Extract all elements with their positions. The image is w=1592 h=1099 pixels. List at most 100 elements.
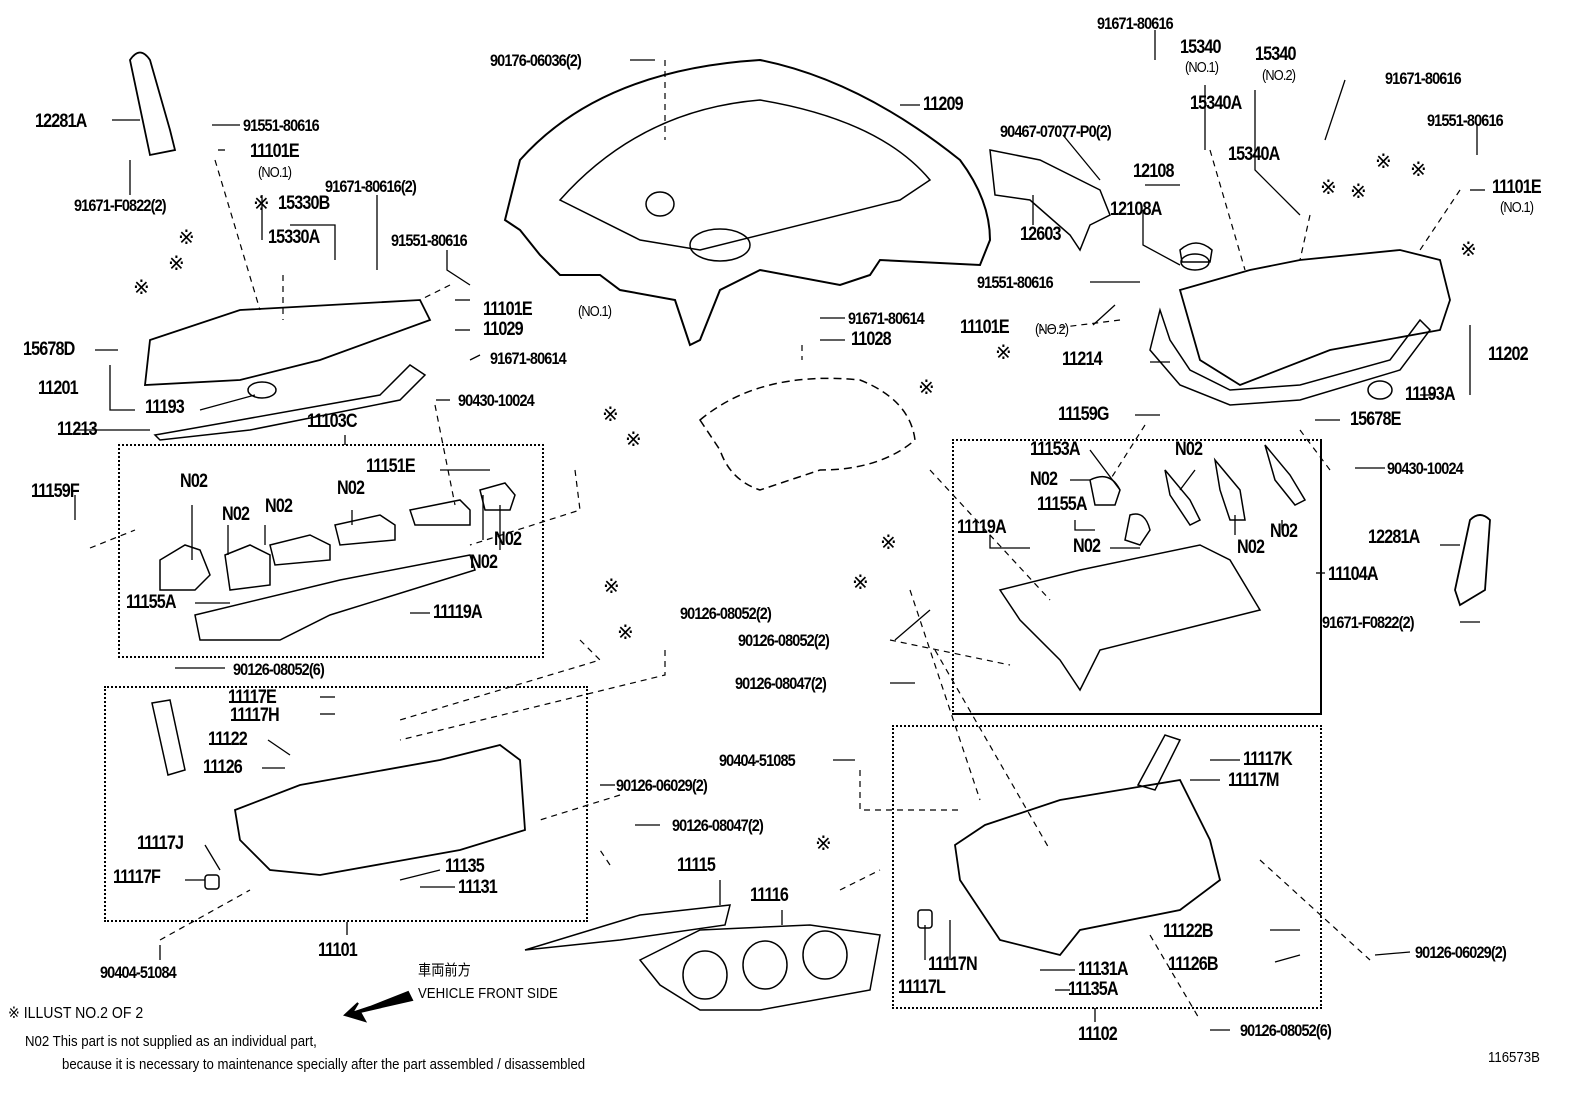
callout-11101E-no1[interactable]: 11101E	[250, 141, 300, 162]
gasket-11214	[1149, 307, 1431, 406]
cam-carrier-left	[194, 554, 476, 641]
callout-11104A[interactable]: 11104A	[1328, 564, 1379, 585]
callout-90126-06029-2-a[interactable]: 90126-06029(2)	[616, 776, 708, 795]
callout-90467-07077[interactable]: 90467-07077-P0(2)	[1000, 122, 1112, 141]
callout-12108[interactable]: 12108	[1133, 161, 1175, 182]
callout-15330B[interactable]: 15330B	[278, 193, 330, 214]
callout-90430-10024-b[interactable]: 90430-10024	[1387, 459, 1464, 478]
callout-11153A[interactable]: 11153A	[1030, 439, 1081, 460]
callout-15678D[interactable]: 15678D	[23, 339, 75, 360]
callout-90404-51085[interactable]: 90404-51085	[719, 751, 796, 770]
callout-90176-06036[interactable]: 90176-06036(2)	[490, 51, 582, 70]
callout-11214[interactable]: 11214	[1062, 349, 1103, 370]
callout-15678E[interactable]: 15678E	[1350, 409, 1401, 430]
callout-12281A-left[interactable]: 12281A	[35, 111, 87, 132]
callout-11117M[interactable]: 11117M	[1228, 770, 1279, 791]
callout-91671-80616-right[interactable]: 91671-80616	[1385, 69, 1462, 88]
callout-90126-08047-2-a[interactable]: 90126-08047(2)	[735, 674, 827, 693]
engine-cover-11209	[503, 58, 992, 347]
callout-11202[interactable]: 11202	[1488, 344, 1529, 365]
callout-11115[interactable]: 11115	[677, 855, 716, 876]
illust-mark: ※	[133, 277, 150, 299]
callout-91551-80616-right[interactable]: 91551-80616	[1427, 111, 1504, 130]
callout-11028[interactable]: 11028	[851, 329, 892, 350]
callout-11159F[interactable]: 11159F	[31, 481, 80, 502]
callout-91671-80614-b[interactable]: 91671-80614	[848, 309, 925, 328]
callout-90404-51084[interactable]: 90404-51084	[100, 963, 177, 982]
callout-11117N[interactable]: 11117N	[928, 954, 978, 975]
callout-90126-06029-2-b[interactable]: 90126-06029(2)	[1415, 943, 1507, 962]
callout-15340A-b[interactable]: 15340A	[1228, 144, 1280, 165]
callout-12108A[interactable]: 12108A	[1110, 199, 1162, 220]
callout-90126-08047-2-b[interactable]: 90126-08047(2)	[672, 816, 764, 835]
callout-90430-10024-a[interactable]: 90430-10024	[458, 391, 535, 410]
callout-11155A-right[interactable]: 11155A	[1037, 494, 1088, 515]
callout-90126-08052-6-left[interactable]: 90126-08052(6)	[233, 660, 325, 679]
callout-11101E-no1-b[interactable]: 11101E	[483, 299, 533, 320]
callout-11201[interactable]: 11201	[38, 378, 79, 399]
cylinder-head-11102	[954, 779, 1222, 957]
callout-11122[interactable]: 11122	[208, 729, 248, 750]
gasket-11213	[153, 364, 427, 441]
bearing-caps-left	[159, 482, 516, 591]
callout-11029[interactable]: 11029	[483, 319, 524, 340]
callout-90126-08052-2-a[interactable]: 90126-08052(2)	[680, 604, 772, 623]
callout-11213[interactable]: 11213	[57, 419, 98, 440]
callout-12603[interactable]: 12603	[1020, 224, 1062, 245]
n02-label: N02	[180, 471, 208, 492]
callout-15340A-a[interactable]: 15340A	[1190, 93, 1242, 114]
bracket-12603	[989, 149, 1111, 252]
callout-11101[interactable]: 11101	[318, 940, 358, 961]
callout-11117F[interactable]: 11117F	[113, 867, 161, 888]
callout-91551-80616[interactable]: 91551-80616	[243, 116, 320, 135]
callout-15340-no1[interactable]: 15340	[1180, 37, 1222, 58]
callout-11131[interactable]: 11131	[458, 877, 498, 898]
callout-15340-no1-sub: (NO.1)	[1185, 59, 1219, 76]
callout-11116[interactable]: 11116	[750, 885, 789, 906]
callout-11103C[interactable]: 11103C	[307, 411, 358, 432]
vehicle-front-arrow	[343, 990, 414, 1023]
callout-15330A[interactable]: 15330A	[268, 227, 320, 248]
callout-11117K[interactable]: 11117K	[1243, 749, 1293, 770]
callout-11101E-no2[interactable]: 11101E	[960, 317, 1010, 338]
callout-11117E[interactable]: 11117E	[228, 687, 277, 708]
callout-91671-80616-2[interactable]: 91671-80616(2)	[325, 177, 417, 196]
callout-11131A[interactable]: 11131A	[1078, 959, 1129, 980]
callout-11193A[interactable]: 11193A	[1405, 384, 1456, 405]
callout-91671-80616-top[interactable]: 91671-80616	[1097, 14, 1174, 33]
callout-11193[interactable]: 11193	[145, 397, 185, 418]
callout-11135A[interactable]: 11135A	[1068, 979, 1119, 1000]
callout-11101E-right[interactable]: 11101E	[1492, 177, 1542, 198]
callout-11126B[interactable]: 11126B	[1168, 954, 1219, 975]
callout-11119A-right[interactable]: 11119A	[957, 517, 1007, 538]
callout-11209[interactable]: 11209	[923, 94, 964, 115]
callout-11101E-no2-sub: (NO.2)	[1035, 321, 1069, 338]
callout-91551-80616-b[interactable]: 91551-80616	[391, 231, 468, 250]
callout-11102[interactable]: 11102	[1078, 1024, 1118, 1045]
callout-91671-80614-a[interactable]: 91671-80614	[490, 349, 567, 368]
callout-90126-08052-2-b[interactable]: 90126-08052(2)	[738, 631, 830, 650]
callout-11151E[interactable]: 11151E	[366, 456, 416, 477]
callout-11101E-no1-sub: (NO.1)	[258, 164, 292, 181]
direction-english: VEHICLE FRONT SIDE	[418, 985, 558, 1002]
callout-11117J[interactable]: 11117J	[137, 833, 184, 854]
callout-91671-F0822-right[interactable]: 91671-F0822(2)	[1322, 613, 1415, 632]
callout-11155A-left[interactable]: 11155A	[126, 592, 177, 613]
callout-91671-F0822[interactable]: 91671-F0822(2)	[74, 196, 167, 215]
illust-mark: ※	[1460, 239, 1477, 261]
n02-label: N02	[1237, 537, 1265, 558]
n02-label: N02	[265, 496, 293, 517]
callout-11159G[interactable]: 11159G	[1058, 404, 1109, 425]
callout-12281A-right[interactable]: 12281A	[1368, 527, 1420, 548]
callout-11117H[interactable]: 11117H	[230, 705, 280, 726]
callout-91551-80616-mid[interactable]: 91551-80616	[977, 273, 1054, 292]
callout-90126-08052-6-right[interactable]: 90126-08052(6)	[1240, 1021, 1332, 1040]
callout-11135[interactable]: 11135	[445, 856, 485, 877]
callout-15340-no2[interactable]: 15340	[1255, 44, 1297, 65]
callout-11117L[interactable]: 11117L	[898, 977, 946, 998]
callout-11126[interactable]: 11126	[203, 757, 243, 778]
callout-11122B[interactable]: 11122B	[1163, 921, 1214, 942]
callout-11119A-left[interactable]: 11119A	[433, 602, 483, 623]
assembly-dashed-lines	[89, 60, 1461, 1021]
